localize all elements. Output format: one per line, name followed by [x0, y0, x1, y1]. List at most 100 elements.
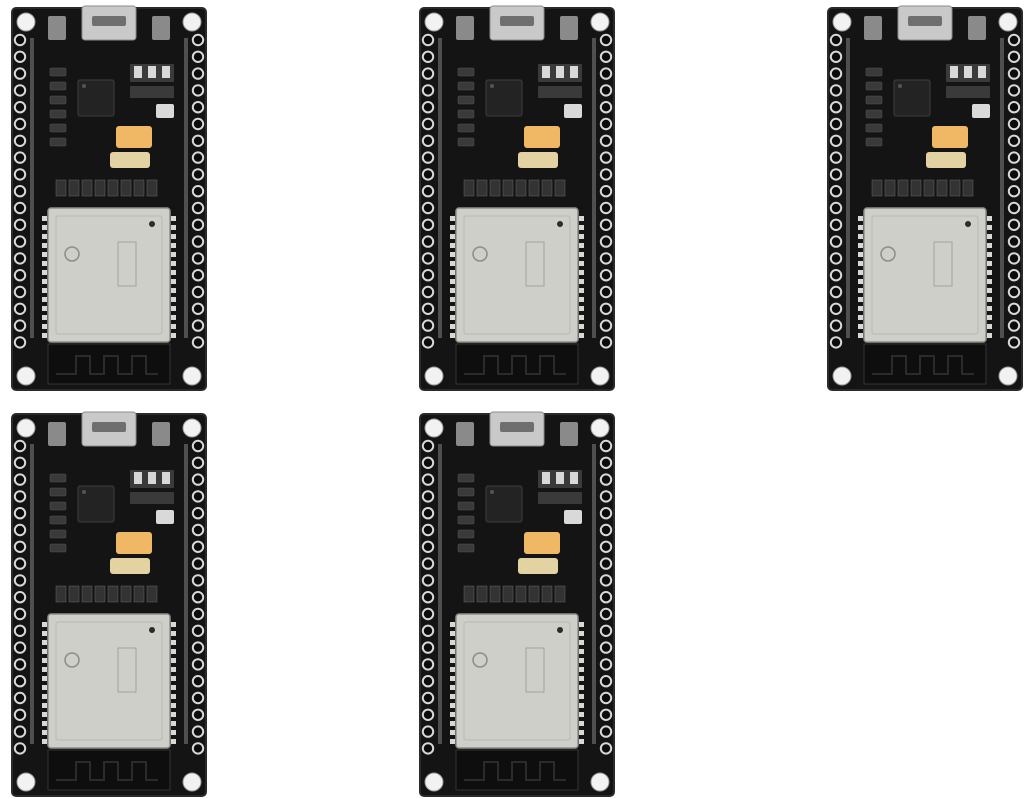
header-pin	[599, 574, 613, 587]
header-pin	[1007, 285, 1021, 299]
module-pad	[579, 297, 584, 302]
header-pin	[599, 269, 613, 282]
module-pad	[579, 631, 584, 636]
header-pin	[421, 117, 435, 131]
header-pin	[191, 439, 205, 453]
module-pad	[42, 288, 47, 293]
header-pin	[1007, 336, 1021, 349]
smd-component	[49, 137, 67, 147]
boards-layer	[11, 5, 1023, 797]
header-pin	[191, 708, 205, 721]
header-pin	[599, 319, 613, 332]
resistor	[871, 179, 883, 197]
header-pin	[829, 285, 843, 299]
header-pin	[599, 507, 613, 520]
module-pad	[42, 631, 47, 636]
header-pin	[421, 473, 435, 486]
module-pad	[858, 315, 863, 320]
smd-component	[457, 529, 475, 539]
module-pad	[450, 622, 455, 627]
module-pad	[579, 721, 584, 726]
header-pin	[421, 151, 435, 164]
led-component	[518, 152, 558, 168]
resistor	[489, 585, 501, 603]
header-pin	[599, 50, 613, 63]
header-pin	[1007, 185, 1021, 198]
regulator-pad	[556, 472, 564, 484]
header-pin	[191, 302, 205, 315]
header-pin	[599, 302, 613, 315]
module-logo-mark	[525, 241, 545, 287]
header-pin	[13, 285, 27, 299]
resistor	[476, 585, 488, 603]
header-pin	[421, 201, 435, 215]
header-pin	[421, 691, 435, 705]
esp32-module-shield	[863, 207, 987, 343]
regulator-pad	[542, 472, 550, 484]
header-pin	[191, 725, 205, 738]
regulator-pad	[134, 472, 142, 484]
header-pin	[13, 456, 27, 469]
module-pad	[42, 234, 47, 239]
header-pin	[421, 523, 435, 537]
regulator-tab	[946, 86, 990, 98]
header-pin	[599, 591, 613, 604]
module-pad	[42, 622, 47, 627]
module-pad	[42, 721, 47, 726]
module-pad	[579, 324, 584, 329]
header-pin	[599, 557, 613, 570]
module-pad	[858, 333, 863, 338]
regulator-tab	[538, 86, 582, 98]
module-pad	[579, 622, 584, 627]
resistor	[502, 179, 514, 197]
header-pin	[599, 134, 613, 148]
header-pin	[421, 235, 435, 248]
mount-hole	[590, 418, 610, 438]
header-pin	[13, 201, 27, 215]
header-pin	[599, 168, 613, 181]
module-pad	[171, 297, 176, 302]
smd-component	[865, 109, 883, 119]
chip-dot	[898, 84, 902, 88]
module-logo-mark	[880, 246, 896, 262]
mount-hole	[832, 12, 852, 32]
header-pin	[191, 523, 205, 537]
regulator-pad	[978, 66, 986, 78]
mount-hole	[424, 418, 444, 438]
header-pin	[599, 185, 613, 198]
smd-component	[49, 501, 67, 511]
header-pin	[421, 185, 435, 198]
header-pin	[191, 252, 205, 265]
usb-uart-chip	[77, 485, 115, 523]
module-pad	[450, 261, 455, 266]
resistor	[923, 179, 935, 197]
antenna-area	[47, 343, 171, 385]
smd-component	[457, 487, 475, 497]
header-pin	[13, 134, 27, 148]
esp32-module-shield	[47, 613, 171, 749]
regulator-pad	[950, 66, 958, 78]
resistor	[515, 179, 527, 197]
module-pad	[858, 225, 863, 230]
header-pin	[191, 574, 205, 587]
header-pin	[599, 67, 613, 80]
module-pad	[42, 261, 47, 266]
header-pin	[13, 168, 27, 181]
usb-port-slot	[908, 16, 942, 26]
smd-component	[457, 515, 475, 525]
smd-component	[49, 95, 67, 105]
smd-component	[865, 123, 883, 133]
header-pin	[421, 456, 435, 469]
smd-component	[457, 473, 475, 483]
header-pin	[191, 101, 205, 114]
resistor	[949, 179, 961, 197]
tantalum-capacitor	[932, 126, 968, 148]
module-pad	[579, 288, 584, 293]
usb-uart-chip	[893, 79, 931, 117]
module-pad	[42, 306, 47, 311]
header-pin	[421, 574, 435, 587]
header-pin	[191, 473, 205, 486]
module-pad	[579, 712, 584, 717]
module-pad	[171, 676, 176, 681]
mount-hole	[424, 12, 444, 32]
